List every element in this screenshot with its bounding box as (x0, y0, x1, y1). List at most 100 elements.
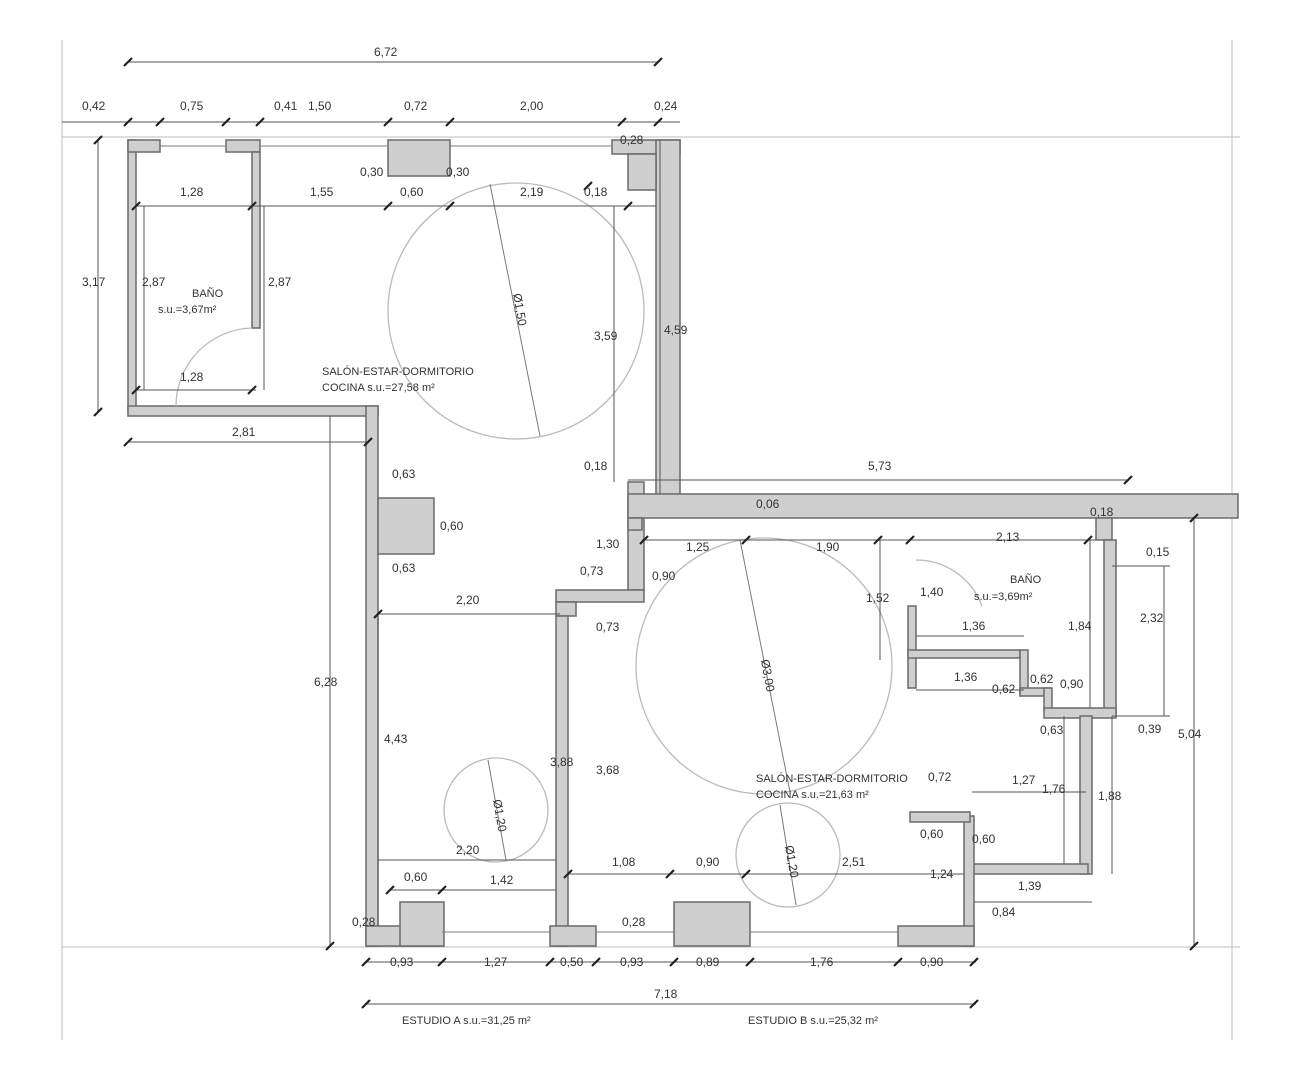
bath-a-name: BAÑO (192, 287, 224, 300)
dim-room-b-090-mid: 0,90 (696, 855, 720, 869)
dim-top-seg: 0,42 (82, 99, 106, 113)
dim-room-b-top-total: 5,73 (868, 459, 892, 473)
dim-small-circle-a: Ø1,20 (490, 798, 510, 833)
dim-column-b-060-a: 0,60 (920, 827, 944, 841)
dim-room-b-084: 0,84 (992, 905, 1016, 919)
dim-bottom-seg: 1,27 (484, 955, 508, 969)
dim-bottom-seg: 0,89 (696, 955, 720, 969)
dim-top-total: 6,72 (374, 45, 398, 59)
dim-room-b-top-seg3: 2,13 (996, 530, 1020, 544)
dim-bath-b-140: 1,40 (920, 585, 944, 599)
dim-room-b-124: 1,24 (930, 867, 954, 881)
dim-room-b-388: 3,88 (550, 755, 574, 769)
dim-room-b-circle: Ø3,00 (758, 658, 778, 693)
dim-right-504: 5,04 (1178, 727, 1202, 741)
dim-bottom-seg: 1,76 (810, 955, 834, 969)
dim-column-a-top: 0,63 (392, 467, 416, 481)
walls (127, 139, 1239, 947)
dim-room-a-height: 3,59 (594, 329, 618, 343)
dim-room-b-top-seg2: 1,90 (816, 540, 840, 554)
dim-step-073-bottom: 0,73 (596, 620, 620, 634)
dim-bath-b-062-b: 0,62 (992, 682, 1016, 696)
dim-bath-b-136-bottom: 1,36 (954, 670, 978, 684)
dim-room-b-251: 2,51 (842, 855, 866, 869)
dim-bath-b-090: 0,90 (1060, 677, 1084, 691)
dim-column-a-bottom: 0,63 (392, 561, 416, 575)
dim-offset-18: 0,18 (584, 459, 608, 473)
dim-column-a-side: 0,60 (440, 519, 464, 533)
dim-column-b-060-b: 0,60 (972, 832, 996, 846)
dim-bath-a-height-right: 2,87 (268, 275, 292, 289)
dim-room-a-circle: Ø1,50 (510, 292, 530, 327)
dim-room-b-188: 1,88 (1098, 789, 1122, 803)
dim-below-bath-width: 2,81 (232, 425, 256, 439)
dim-room-b-152: 1,52 (866, 591, 890, 605)
dim-right-015: 0,15 (1146, 545, 1170, 559)
dim-corr-a-width: 2,20 (456, 593, 480, 607)
dim-bath-b-062-a: 0,62 (1030, 672, 1054, 686)
dim-door-a-right: 1,42 (490, 873, 514, 887)
dim-wall-b-right-top: 0,18 (1090, 505, 1114, 519)
dim-room-b-176: 1,76 (1042, 782, 1066, 796)
dim-bottom-seg: 0,93 (390, 955, 414, 969)
dim-top-seg: 0,41 (274, 99, 298, 113)
dim-room-b-368: 3,68 (596, 763, 620, 777)
studio-b-label: ESTUDIO B s.u.=25,32 m² (748, 1015, 878, 1027)
openings (160, 145, 983, 933)
dim-top-seg: 0,75 (180, 99, 204, 113)
dim-niche-a: 0,30 (360, 165, 384, 179)
dim-lower-a-width: 2,20 (456, 843, 480, 857)
dim-left-total-height: 6,28 (314, 675, 338, 689)
dim-top-seg: 1,50 (308, 99, 332, 113)
turning-circles (387, 182, 893, 908)
dim-small-circle-b: Ø1,20 (782, 844, 802, 879)
dim-bath-b-063: 0,63 (1040, 723, 1064, 737)
dim-room-b-108: 1,08 (612, 855, 636, 869)
dim-bath-a-width-bottom: 1,28 (180, 370, 204, 384)
dim-niche-a: 0,30 (446, 165, 470, 179)
dim-door-a-left: 0,60 (404, 870, 428, 884)
studio-a-label: ESTUDIO A s.u.=31,25 m² (402, 1015, 531, 1027)
bath-b-area: s.u.=3,69m² (974, 591, 1033, 603)
dim-right-232: 2,32 (1140, 611, 1164, 625)
dim-wall-b-thickness: 0,06 (756, 497, 780, 511)
dim-corner-a-wall: 0,28 (352, 915, 376, 929)
dim-room-b-139: 1,39 (1018, 879, 1042, 893)
dim-bath-a-width: 1,28 (180, 185, 204, 199)
dim-room-b-top-seg1: 1,25 (686, 540, 710, 554)
dim-room-a-top: 1,55 (310, 185, 334, 199)
dim-bath-b-184: 1,84 (1068, 619, 1092, 633)
dim-bath-b-136-top: 1,36 (962, 619, 986, 633)
dim-bottom-seg: 0,90 (920, 955, 944, 969)
room-b-name: SALÓN-ESTAR-DORMITORIO (756, 772, 908, 785)
guide-lines (61, 40, 1240, 1040)
dim-room-b-127: 1,27 (1012, 773, 1036, 787)
dimension-lines (62, 57, 1199, 1009)
bath-a-area: s.u.=3,67m² (158, 304, 217, 316)
room-b-area: COCINA s.u.=21,63 m² (756, 789, 869, 801)
dim-top-seg: 2,00 (520, 99, 544, 113)
dim-bottom-total: 7,18 (654, 987, 678, 1001)
dim-bath-b-039: 0,39 (1138, 722, 1162, 736)
dim-wall-a-top-right: 0,28 (620, 133, 644, 147)
dim-bath-a-height-left: 2,87 (142, 275, 166, 289)
dim-step-073-top: 0,73 (580, 564, 604, 578)
dim-room-a-top: 0,60 (400, 185, 424, 199)
room-labels: BAÑO s.u.=3,67m² SALÓN-ESTAR-DORMITORIO … (158, 287, 1042, 1027)
dim-step-130: 1,30 (596, 537, 620, 551)
dim-bottom-seg: 0,93 (620, 955, 644, 969)
bath-b-name: BAÑO (1010, 573, 1042, 586)
dim-hall-a-height: 4,43 (384, 732, 408, 746)
dim-bottom-seg: 0,50 (560, 955, 584, 969)
dim-height-left: 3,17 (82, 275, 106, 289)
dim-top-seg: 0,72 (404, 99, 428, 113)
dim-room-b-step: 0,90 (652, 569, 676, 583)
room-a-area: COCINA s.u.=27,58 m² (322, 382, 435, 394)
room-a-name: SALÓN-ESTAR-DORMITORIO (322, 365, 474, 378)
dim-top-seg: 0,24 (654, 99, 678, 113)
dim-room-a-top: 2,19 (520, 185, 544, 199)
dim-room-a-top: 0,18 (584, 185, 608, 199)
dim-wall-a-right-height: 4,59 (664, 323, 688, 337)
dim-corner-b-wall: 0,28 (622, 915, 646, 929)
